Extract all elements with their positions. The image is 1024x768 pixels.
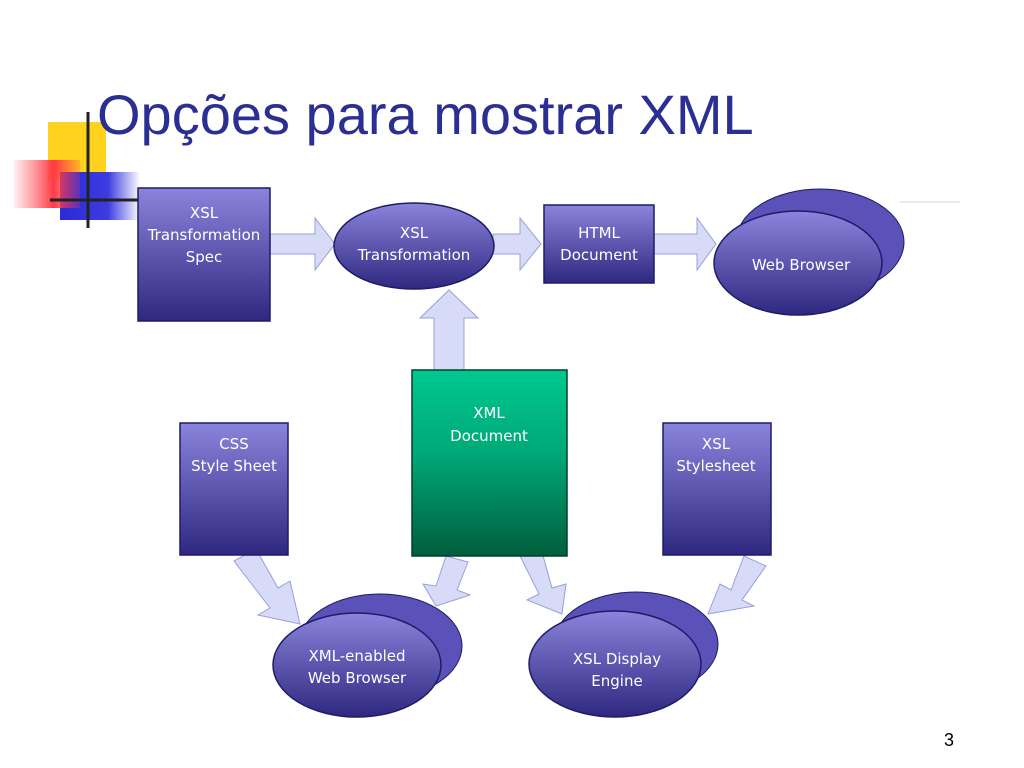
node-xml-enabled-web-browser: XML-enabled Web Browser [272,593,463,718]
slide-title: Opções para mostrar XML [97,83,754,146]
node-label: XML-enabled [308,647,405,665]
arrow-css-to-xmlbrowser [233,548,301,625]
node-label: XSL [190,204,219,222]
node-label: HTML [578,224,620,242]
node-web-browser: Web Browser [713,188,905,316]
arrow-xmldoc-to-transformation [418,289,480,371]
node-label: Style Sheet [191,457,277,475]
node-xsl-transformation: XSL Transformation [333,202,495,290]
node-xml-document: XML Document [411,369,568,557]
node-label: Web Browser [752,256,851,274]
node-label: Document [560,246,638,264]
node-label: CSS [219,435,249,453]
node-label: Transformation [357,246,471,264]
node-label: Stylesheet [676,457,755,475]
node-xsl-transformation-spec: XSL Transformation Spec [137,187,271,322]
node-label: XSL [400,224,429,242]
slide-ornament [14,112,150,228]
arrow-xmldoc-to-xmlbrowser [422,555,472,607]
node-xsl-display-engine: XSL Display Engine [528,591,719,718]
node-label: Web Browser [308,669,407,687]
node-html-document: HTML Document [543,204,655,284]
arrow-xslsheet-to-engine [707,555,767,615]
arrow-xmldoc-to-engine [519,551,567,615]
node-label: Spec [186,248,223,266]
node-xsl-stylesheet: XSL Stylesheet [662,422,772,556]
node-label: XSL Display [573,650,661,668]
page-number: 3 [944,730,955,750]
node-label: XML [473,404,505,422]
arrow-spec-to-transformation [269,216,336,272]
arrow-transformation-to-html [492,216,542,272]
node-label: Document [450,427,528,445]
node-label: XSL [702,435,731,453]
node-label: Engine [591,672,642,690]
arrow-html-to-webbrowser [653,216,717,272]
node-css-style-sheet: CSS Style Sheet [179,422,289,556]
node-label: Transformation [147,226,261,244]
